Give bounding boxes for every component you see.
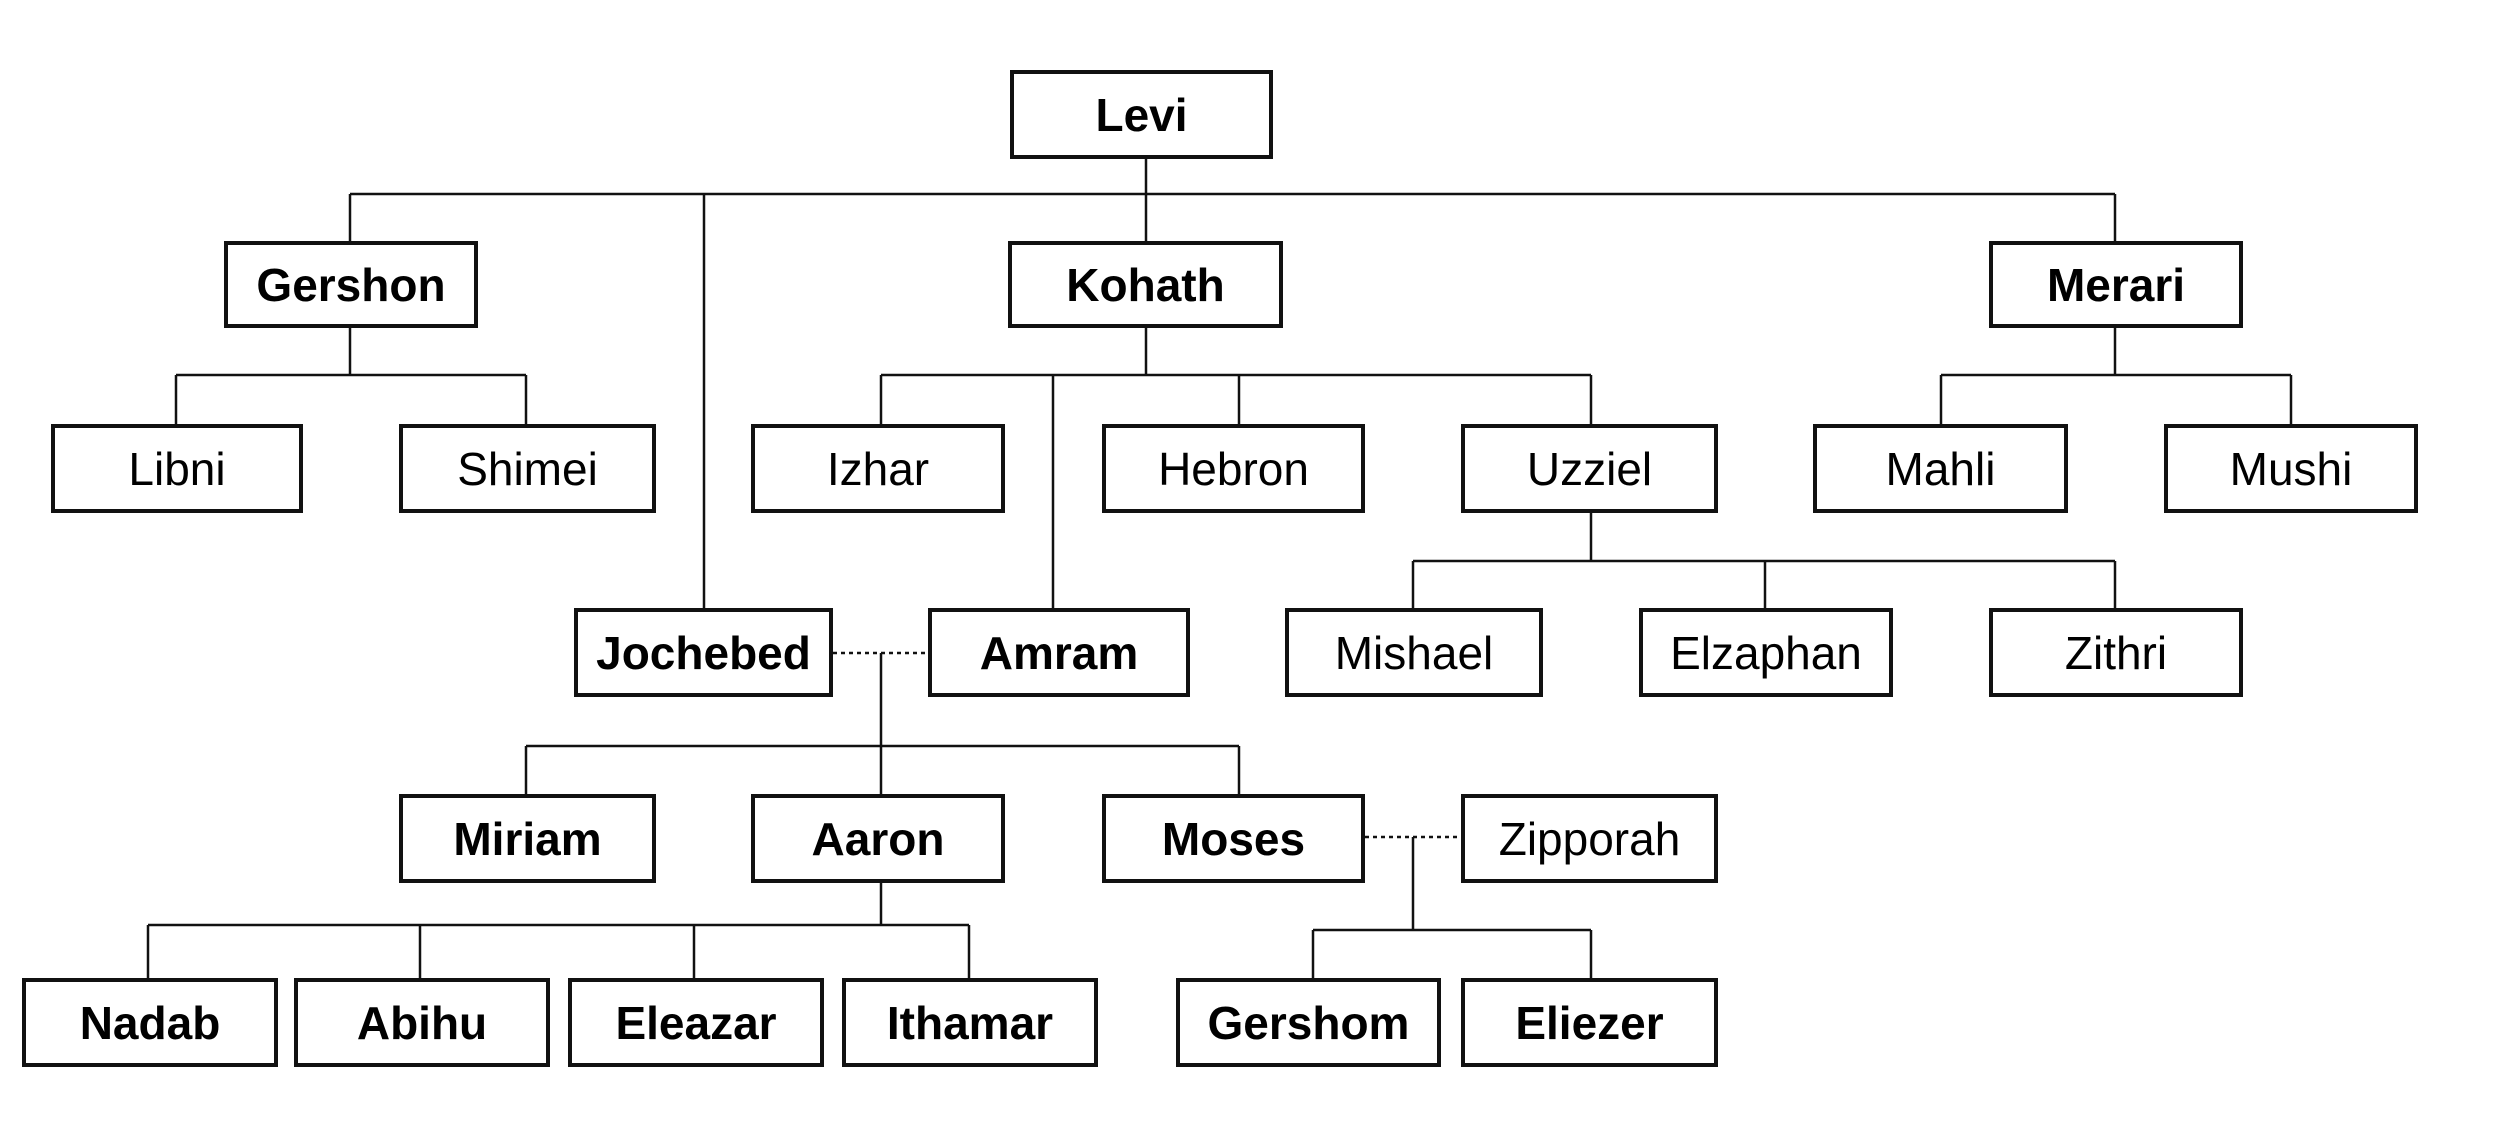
node-uzziel: Uzziel [1461, 424, 1718, 513]
node-zipporah: Zipporah [1461, 794, 1718, 883]
node-mahli: Mahli [1813, 424, 2068, 513]
node-jochebed: Jochebed [574, 608, 833, 697]
node-nadab: Nadab [22, 978, 278, 1067]
node-mishael: Mishael [1285, 608, 1543, 697]
node-eleazar: Eleazar [568, 978, 824, 1067]
node-gershon: Gershon [224, 241, 478, 328]
node-zithri: Zithri [1989, 608, 2243, 697]
node-moses: Moses [1102, 794, 1365, 883]
node-izhar: Izhar [751, 424, 1005, 513]
node-ithamar: Ithamar [842, 978, 1098, 1067]
node-amram: Amram [928, 608, 1190, 697]
node-miriam: Miriam [399, 794, 656, 883]
node-kohath: Kohath [1008, 241, 1283, 328]
node-abihu: Abihu [294, 978, 550, 1067]
node-gershom: Gershom [1176, 978, 1441, 1067]
node-mushi: Mushi [2164, 424, 2418, 513]
node-elzaphan: Elzaphan [1639, 608, 1893, 697]
node-merari: Merari [1989, 241, 2243, 328]
node-aaron: Aaron [751, 794, 1005, 883]
node-libni: Libni [51, 424, 303, 513]
node-shimei: Shimei [399, 424, 656, 513]
node-eliezer: Eliezer [1461, 978, 1718, 1067]
node-hebron: Hebron [1102, 424, 1365, 513]
node-levi: Levi [1010, 70, 1273, 159]
